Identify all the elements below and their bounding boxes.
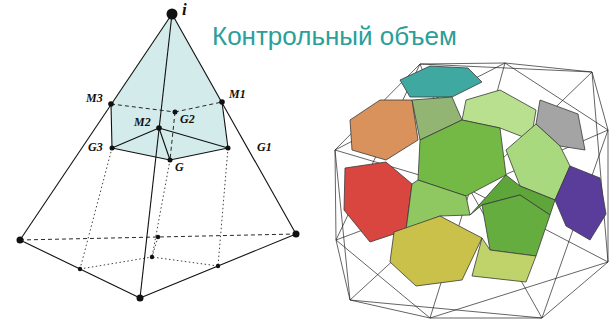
point-label: G3	[88, 141, 103, 154]
control-volume-faces	[344, 66, 606, 286]
diagram-title: Контрольный объем	[212, 22, 457, 51]
vertex-dots	[17, 9, 300, 302]
point-label: i	[182, 1, 187, 20]
point-label: M1	[229, 88, 246, 101]
point-label: G1	[257, 141, 272, 154]
point-label: G2	[180, 113, 195, 126]
mesh-wireframe	[335, 63, 608, 318]
tetrahedron	[20, 14, 296, 298]
point-label: G	[175, 161, 184, 174]
point-label: M2	[134, 116, 151, 129]
point-label: M3	[86, 92, 103, 105]
